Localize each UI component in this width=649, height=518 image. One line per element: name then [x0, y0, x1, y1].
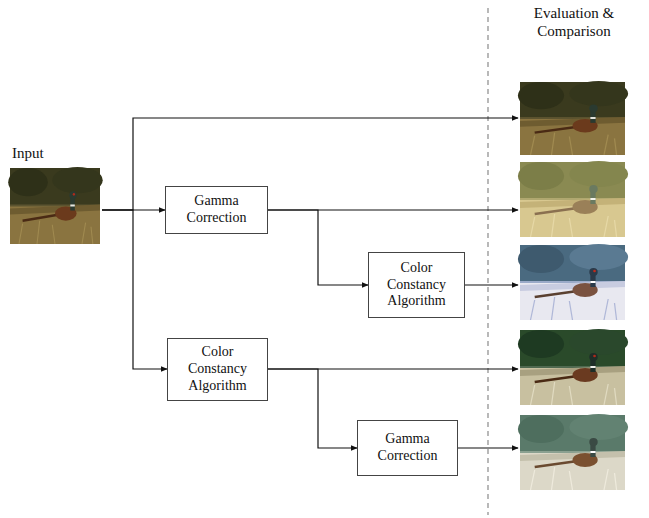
box-label: Gamma Correction — [174, 193, 259, 227]
process-box: Gamma Correction — [357, 420, 458, 476]
process-box: Color Constancy Algorithm — [167, 338, 268, 401]
connector-arrow — [465, 284, 518, 285]
dashed-divider — [487, 8, 488, 515]
process-box: Color Constancy Algorithm — [368, 252, 465, 318]
output-photo — [518, 81, 628, 155]
process-box: Gamma Correction — [165, 186, 268, 234]
box-label: Color Constancy Algorithm — [377, 260, 456, 310]
output-photo — [518, 329, 628, 405]
output-photo — [518, 414, 628, 490]
box-label: Color Constancy Algorithm — [176, 344, 259, 394]
heading-label: Evaluation & Comparison — [532, 4, 616, 40]
evaluation-region: Evaluation & Comparison — [518, 0, 630, 500]
box-label: Gamma Correction — [366, 431, 449, 465]
output-photo — [518, 161, 628, 237]
connector-arrow — [458, 447, 518, 448]
connector-arrow — [102, 210, 167, 369]
input-image-node: Input — [8, 145, 102, 246]
output-photo — [518, 244, 628, 320]
input-photo — [8, 167, 103, 244]
heading-label: Input — [8, 145, 102, 162]
connector-arrow — [268, 210, 368, 285]
connector-arrow — [268, 369, 357, 448]
